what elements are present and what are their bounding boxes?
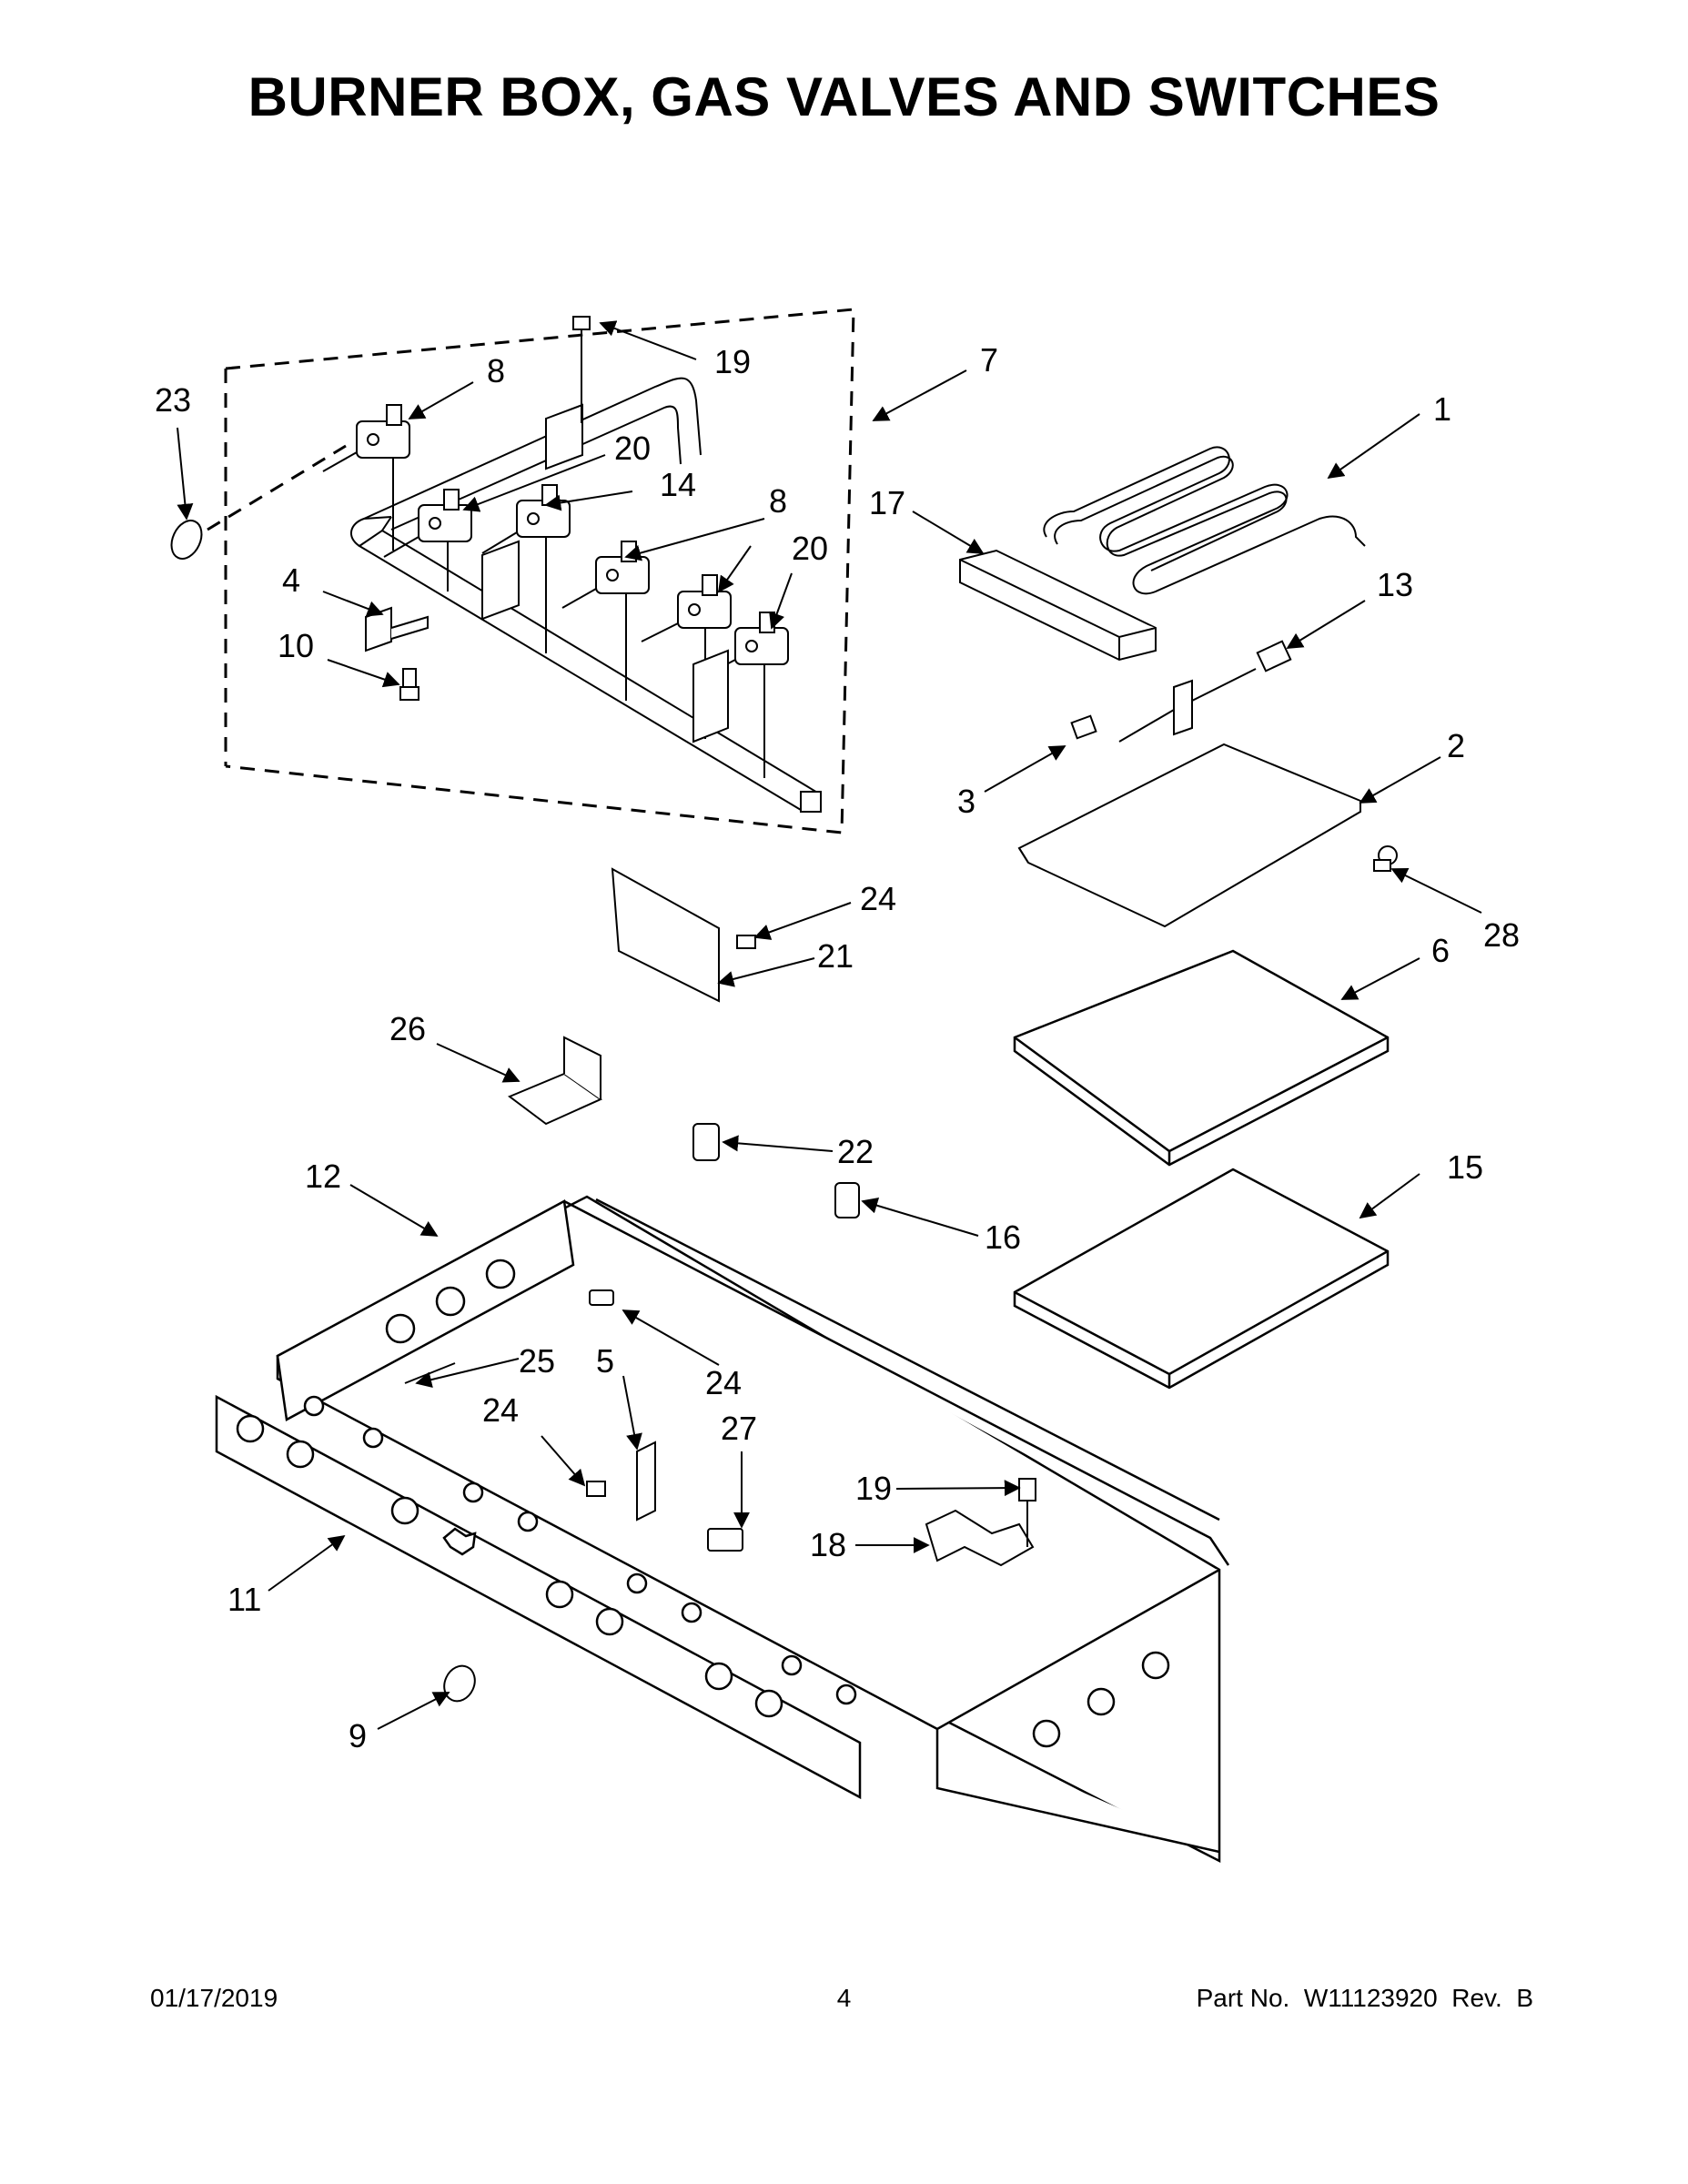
box-internal-parts <box>404 1289 1036 1567</box>
gas-manifold-pipe <box>350 377 822 813</box>
callout-5: 5 <box>596 1342 614 1380</box>
footer-page-number: 4 <box>836 1984 852 2012</box>
callout-8: 8 <box>769 482 787 520</box>
callout-2: 2 <box>1447 727 1465 764</box>
callout-28: 28 <box>1483 916 1520 954</box>
callout-24: 24 <box>482 1391 519 1429</box>
callout-14: 14 <box>660 466 696 503</box>
callout-27: 27 <box>721 1410 757 1447</box>
callout-21: 21 <box>817 937 854 975</box>
callout-4: 4 <box>282 561 300 599</box>
switch-bracket <box>611 867 756 1003</box>
valve-assembly-boundary <box>207 308 855 834</box>
page-title: BURNER BOX, GAS VALVES AND SWITCHES <box>248 66 1440 127</box>
callout-6: 6 <box>1431 932 1450 969</box>
callout-20: 20 <box>614 430 651 467</box>
valve-2 <box>383 489 472 592</box>
callout-24: 24 <box>860 880 896 917</box>
callout-26: 26 <box>389 1010 426 1047</box>
griddle-support-plate <box>1017 743 1398 928</box>
footer-part-number: Part No. W11123920 Rev. B <box>1196 1984 1533 2012</box>
callout-18: 18 <box>810 1526 846 1563</box>
heating-element <box>1043 446 1366 595</box>
callout-8: 8 <box>487 352 505 389</box>
callout-labels: 23 8 19 7 1 20 14 17 8 20 4 13 10 2 3 24… <box>155 341 1520 1754</box>
callout-3: 3 <box>957 783 975 820</box>
callout-7: 7 <box>980 341 998 379</box>
callout-11: 11 <box>227 1581 261 1618</box>
callout-19: 19 <box>714 343 751 380</box>
callout-leaders <box>177 320 1482 1730</box>
drip-tray <box>959 549 1157 662</box>
callout-20: 20 <box>792 530 828 567</box>
burner-box <box>276 1195 1230 1864</box>
insulation-pad <box>1013 1168 1390 1390</box>
callout-17: 17 <box>869 484 905 521</box>
callout-12: 12 <box>305 1158 341 1195</box>
heat-shield <box>508 1036 603 1126</box>
front-trim-panel <box>215 1394 862 1800</box>
callout-24: 24 <box>705 1364 742 1401</box>
callout-13: 13 <box>1377 566 1413 603</box>
footer-date: 01/17/2019 <box>150 1984 278 2012</box>
thermostat-assembly <box>1070 640 1292 743</box>
griddle-plate <box>1013 949 1390 1167</box>
callout-1: 1 <box>1433 390 1451 428</box>
callout-10: 10 <box>278 627 314 664</box>
valve-1 <box>322 404 410 551</box>
callout-19: 19 <box>855 1470 892 1507</box>
callout-23: 23 <box>155 381 191 419</box>
callout-22: 22 <box>837 1133 874 1170</box>
callout-9: 9 <box>349 1717 367 1754</box>
knob-adapter <box>443 1664 476 1703</box>
callout-15: 15 <box>1447 1148 1483 1186</box>
callout-25: 25 <box>519 1342 555 1380</box>
fittings <box>692 1123 860 1218</box>
gas-valves <box>170 316 789 778</box>
callout-16: 16 <box>985 1218 1021 1256</box>
